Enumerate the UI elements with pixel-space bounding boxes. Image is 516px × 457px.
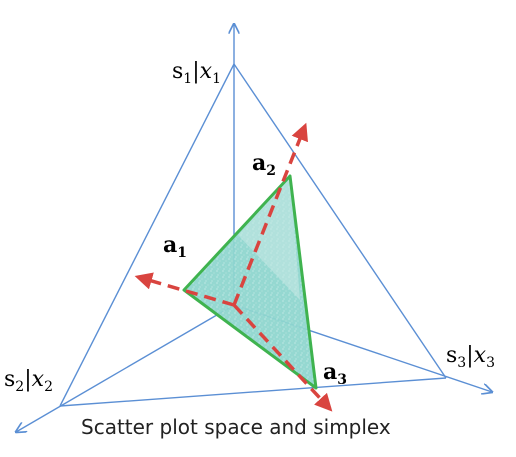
vertex-label-a3: a3 bbox=[323, 359, 347, 388]
axis-triangle bbox=[59, 63, 447, 407]
axis-label-s3: s3|x3 bbox=[446, 343, 495, 371]
direction-a2 bbox=[232, 122, 308, 306]
endmember-directions bbox=[134, 122, 333, 412]
axis-label-s2: s2|x2 bbox=[4, 367, 53, 395]
axis-edge-right bbox=[233, 63, 447, 379]
axis-edge-bottom bbox=[59, 377, 447, 407]
figure-caption: Scatter plot space and simplex bbox=[81, 415, 391, 439]
vertex-label-a2: a2 bbox=[252, 150, 276, 179]
simplex-edge bbox=[182, 174, 318, 390]
vertex-label-a1: a1 bbox=[163, 232, 187, 261]
direction-a3 bbox=[232, 303, 333, 412]
axis-edge-left bbox=[59, 63, 235, 407]
axis-s2 bbox=[16, 304, 235, 432]
axis-label-s1: s1|x1 bbox=[172, 59, 221, 87]
direction-a1 bbox=[134, 272, 235, 307]
simplex-scatter-highlight bbox=[238, 176, 300, 300]
